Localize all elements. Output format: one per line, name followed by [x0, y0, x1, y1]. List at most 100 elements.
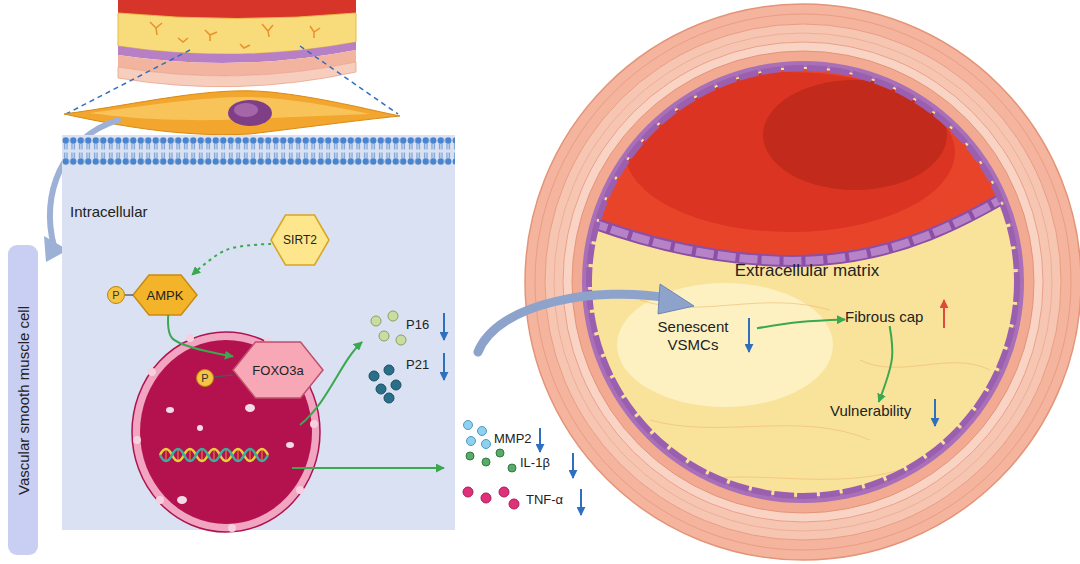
decrease-arrow	[539, 428, 541, 452]
nuclear-pore	[148, 368, 156, 376]
protein-hexagon: SIRT2	[271, 215, 329, 265]
phosphate-circle: P	[107, 286, 125, 304]
nuclear-pore	[296, 486, 304, 494]
vesicle	[197, 425, 203, 431]
mmp2-particle	[478, 427, 487, 436]
cell-type-band: Vascular smooth muscle cell	[8, 245, 38, 555]
artery-media	[563, 42, 1043, 522]
node-label: FOXO3a	[233, 342, 323, 398]
artery-adventitia	[525, 4, 1080, 560]
state-text: Vulnerability	[830, 402, 922, 420]
vessel-cells	[150, 22, 320, 48]
state-text: Senescent VSMCs	[652, 318, 757, 354]
cell-nucleus	[228, 100, 272, 126]
p21-particle	[376, 384, 386, 394]
decrease-arrow	[934, 399, 936, 426]
pathway-arrow	[879, 326, 893, 402]
pathway-arrow	[168, 315, 233, 356]
node-label: P	[112, 290, 119, 301]
decrease-arrow	[748, 318, 750, 352]
lumen	[580, 40, 1030, 261]
artery-media-inner	[572, 51, 1034, 513]
node-label: Fibrous cap	[845, 308, 933, 326]
molecule-label: MMP2	[494, 431, 532, 446]
artery-media	[545, 24, 1061, 540]
tnfa-particle	[499, 487, 509, 497]
phosphate-circle: P	[196, 369, 214, 387]
decrease-arrow	[443, 353, 445, 380]
transition-arrow-head	[658, 284, 694, 314]
node-label: AMPK	[133, 275, 197, 315]
increase-arrow	[943, 300, 945, 328]
media-line	[554, 33, 1052, 531]
panel-heading: Extracellular matrix	[612, 261, 1002, 281]
lumen-blood-dark	[763, 80, 947, 190]
transition-arrow	[478, 294, 668, 352]
secretion-arrow	[292, 467, 444, 469]
hexagon-outline	[233, 342, 323, 398]
state-text: Fibrous cap	[845, 308, 933, 326]
endothelium	[590, 182, 1030, 261]
nuclear-pore	[310, 420, 318, 428]
p16-particle	[388, 311, 398, 321]
decrease-arrow	[443, 313, 445, 340]
il1b-particle	[508, 464, 516, 472]
nuclear-pore	[156, 496, 164, 504]
tnfa-particle	[463, 487, 473, 497]
cell-nucleus-highlight	[234, 103, 258, 117]
p21-particle	[384, 365, 394, 375]
plaque-region: Extracellular matrixSenescent VSMCs Fibro…	[612, 258, 1002, 498]
nuclear-pore	[186, 334, 194, 342]
il1b-particle	[466, 452, 474, 460]
p16-particle	[371, 316, 381, 326]
vesicle	[177, 496, 187, 504]
pathway-arrow	[192, 244, 271, 275]
bond-line	[125, 294, 133, 295]
il1b-particle	[482, 458, 490, 466]
node-label: Vascular smooth muscle cell	[15, 306, 32, 495]
molecule-label: P21	[406, 357, 429, 372]
p16-particle	[396, 335, 406, 345]
molecule-label: IL-1β	[520, 455, 550, 470]
p21-particle	[391, 380, 401, 390]
dna-strand	[160, 449, 268, 461]
node-label: Vulnerability	[830, 402, 922, 420]
nuclear-pore	[228, 524, 236, 532]
internal-elastic-lamina	[582, 61, 1024, 503]
smooth-muscle-cell	[64, 91, 400, 135]
matrix-fibers	[640, 300, 990, 480]
cell-membrane	[62, 137, 455, 165]
vesicle	[166, 407, 174, 413]
hexagon-outline	[271, 215, 329, 265]
dna-strand	[160, 449, 268, 461]
p16-particle	[379, 331, 389, 341]
mmp2-particle	[467, 437, 476, 446]
senescent-region	[617, 283, 833, 407]
mmp2-particle	[464, 421, 473, 430]
decrease-arrow	[580, 489, 582, 515]
tnfa-particle	[509, 499, 519, 509]
molecule-label: P16	[406, 317, 429, 332]
plaque-core	[588, 67, 1018, 497]
pathway-arrow	[757, 319, 845, 328]
node-label: Senescent VSMCs	[652, 318, 734, 354]
il1b-particle	[496, 449, 504, 457]
intracellular-panel: IntracellularSIRT2P AMPK P FOXO3a	[62, 135, 455, 530]
protein-hexagon: FOXO3a	[233, 342, 323, 398]
decrease-arrow	[572, 453, 574, 478]
panel-heading: Intracellular	[70, 203, 148, 220]
bond-line	[214, 375, 233, 377]
panel-background	[62, 135, 455, 530]
p21-particle	[369, 371, 379, 381]
protein-hexagon: AMPK	[133, 275, 197, 315]
vesicle	[286, 442, 294, 448]
tnfa-particle	[481, 493, 491, 503]
mmp2-particle	[482, 440, 491, 449]
molecule-label: TNF-α	[526, 492, 563, 507]
p21-particle	[384, 393, 394, 403]
vesicle	[245, 404, 255, 412]
vessel-adventitia	[118, 62, 356, 87]
